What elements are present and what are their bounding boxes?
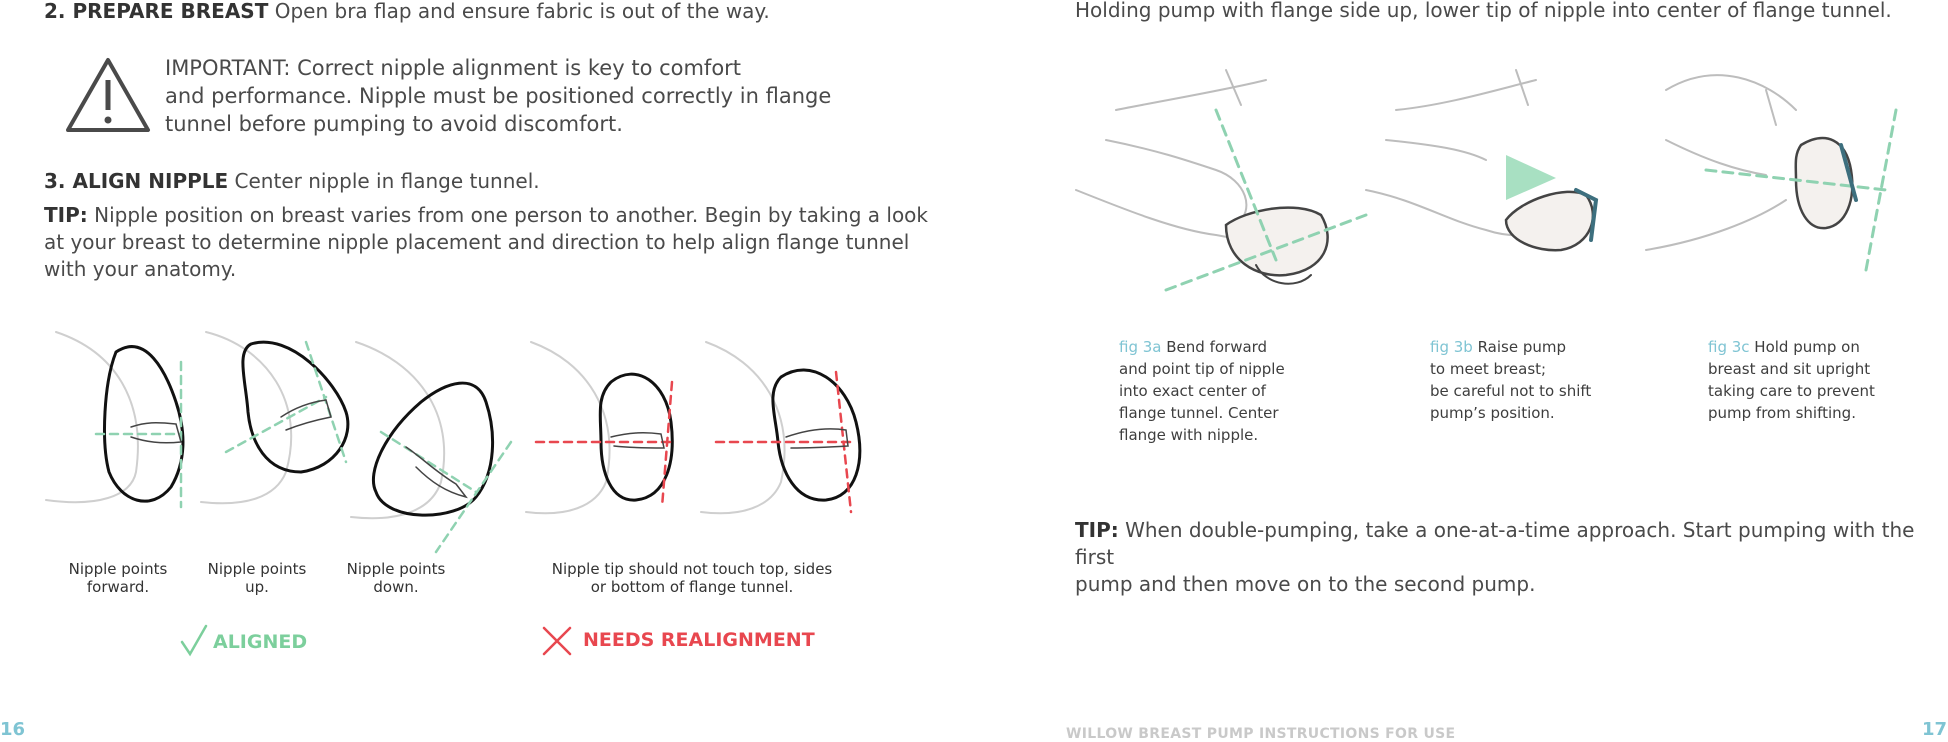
fig-caption-line: and point tip of nipple: [1119, 360, 1285, 378]
fig-caption-line: Hold pump on: [1749, 338, 1860, 356]
fig-3b-caption: fig 3b Raise pump to meet breast; be car…: [1430, 336, 1630, 424]
fig-caption-line: into exact center of: [1119, 382, 1266, 400]
aligned-label: ALIGNED: [213, 631, 308, 653]
important-line: tunnel before pumping to avoid discomfor…: [165, 112, 623, 136]
caption-line: down.: [373, 578, 419, 596]
page-number-left: 16: [0, 719, 26, 740]
step3-heading: 3. ALIGN NIPPLE: [44, 169, 229, 193]
caption-up: Nipple points up.: [197, 560, 317, 596]
step3-paragraph: 3. ALIGN NIPPLE Center nipple in flange …: [44, 168, 540, 195]
important-note: IMPORTANT: Correct nipple alignment is k…: [165, 54, 831, 138]
fig-3a-tag: fig 3a: [1119, 338, 1162, 356]
page-number-right: 17: [1922, 719, 1948, 740]
caption-forward: Nipple points forward.: [58, 560, 178, 596]
checkmark-icon: [180, 624, 208, 657]
fig-3b-illustration: [1365, 69, 1599, 252]
fig-3b-tag: fig 3b: [1430, 338, 1473, 356]
fig-caption-line: to meet breast;: [1430, 360, 1547, 378]
tip-line: When double-pumping, take a one-at-a-tim…: [1075, 518, 1915, 569]
step2-text: Open bra flap and ensure fabric is out o…: [268, 0, 770, 23]
fig-caption-line: pump from shifting.: [1708, 404, 1856, 422]
nipple-up-illustration: [200, 331, 350, 505]
step2-paragraph: 2. PREPARE BREAST Open bra flap and ensu…: [44, 0, 770, 25]
tip-label: TIP:: [44, 203, 88, 227]
tip-label: TIP:: [1075, 518, 1119, 542]
intro-text: Holding pump with flange side up, lower …: [1075, 0, 1892, 22]
tip-line: pump and then move on to the second pump…: [1075, 572, 1536, 596]
footer-title: WILLOW BREAST PUMP INSTRUCTIONS FOR USE: [1066, 726, 1456, 742]
step2-heading: 2. PREPARE BREAST: [44, 0, 269, 23]
step3-text: Center nipple in flange tunnel.: [228, 169, 540, 193]
fig-3c-caption: fig 3c Hold pump on breast and sit uprig…: [1708, 336, 1908, 424]
caption-line: forward.: [86, 578, 150, 596]
important-line: Correct nipple alignment is key to comfo…: [290, 56, 742, 80]
caption-line: Nipple points: [68, 560, 168, 578]
misaligned-illustration-b: [700, 341, 862, 515]
fig-caption-line: flange with nipple.: [1119, 426, 1259, 444]
important-line: and performance. Nipple must be position…: [165, 84, 832, 108]
tip-line: Nipple position on breast varies from on…: [87, 203, 928, 227]
alignment-illustrations: [45, 331, 862, 554]
fig-3a-illustration: [1075, 69, 1368, 292]
double-pumping-tip: TIP: When double-pumping, take a one-at-…: [1075, 517, 1948, 598]
caption-down: Nipple points down.: [336, 560, 456, 596]
tip-line: with your anatomy.: [44, 257, 237, 281]
misaligned-illustration-a: [525, 341, 678, 515]
pump-positioning-illustrations: [1075, 69, 1898, 292]
fig-caption-line: breast and sit upright: [1708, 360, 1871, 378]
caption-misaligned: Nipple tip should not touch top, sides o…: [532, 560, 852, 596]
caption-line: or bottom of flange tunnel.: [590, 578, 794, 596]
needs-realignment-label: NEEDS REALIGNMENT: [583, 629, 815, 651]
fig-3c-illustration: [1645, 74, 1898, 272]
caption-line: up.: [245, 578, 269, 596]
fig-3c-tag: fig 3c: [1708, 338, 1750, 356]
tip-paragraph: TIP: Nipple position on breast varies fr…: [44, 202, 928, 283]
fig-caption-line: be careful not to shift: [1430, 382, 1592, 400]
tip-line: at your breast to determine nipple place…: [44, 230, 910, 254]
fig-caption-line: Bend forward: [1161, 338, 1268, 356]
fig-caption-line: pump’s position.: [1430, 404, 1555, 422]
fig-3a-caption: fig 3a Bend forward and point tip of nip…: [1119, 336, 1319, 446]
fig-caption-line: flange tunnel. Center: [1119, 404, 1279, 422]
fig-caption-line: taking care to prevent: [1708, 382, 1875, 400]
caption-line: Nipple tip should not touch top, sides: [551, 560, 833, 578]
warning-triangle-icon: [66, 58, 150, 132]
fig-caption-line: Raise pump: [1472, 338, 1567, 356]
x-mark-icon: [542, 626, 572, 656]
important-label: IMPORTANT:: [165, 56, 291, 80]
caption-line: Nipple points: [207, 560, 307, 578]
nipple-forward-illustration: [45, 331, 185, 509]
caption-line: Nipple points: [346, 560, 446, 578]
nipple-down-illustration: [350, 341, 513, 554]
